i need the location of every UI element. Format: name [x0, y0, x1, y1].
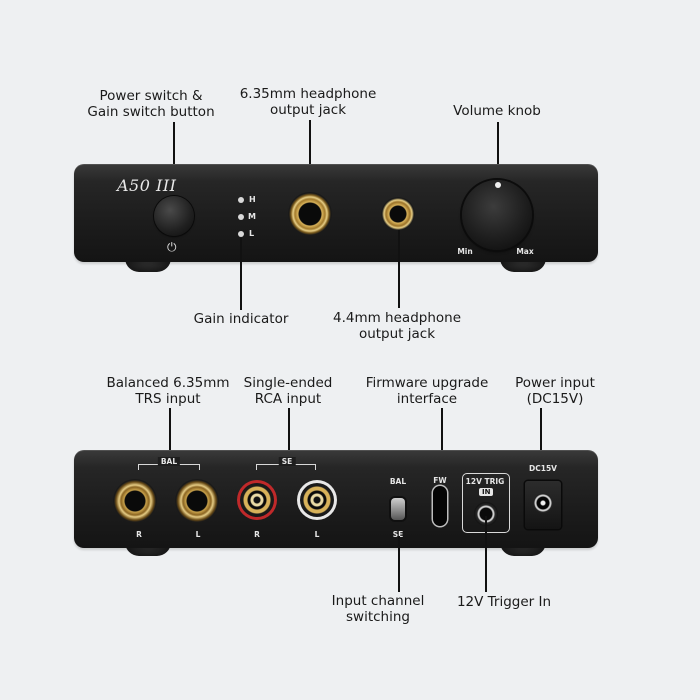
firmware-usb-c-port[interactable] [433, 486, 447, 526]
leader-firmware [441, 408, 443, 474]
power-gain-button[interactable] [154, 196, 194, 236]
leader-gain-indicator [240, 238, 242, 310]
balanced-input-left[interactable] [175, 479, 219, 523]
leader-trigger-in [485, 516, 487, 592]
callout-firmware: Firmware upgrade interface [365, 375, 489, 407]
dc-label: DC15V [529, 464, 557, 473]
trigger-label: 12V TRIG [465, 477, 505, 486]
knob-indicator-dot [495, 182, 501, 188]
volume-knob[interactable] [462, 180, 532, 250]
power-icon: ⏻ [167, 240, 177, 254]
se-left-label: L [314, 530, 320, 539]
model-logo: A50 III [117, 176, 177, 195]
dc-power-jack[interactable] [533, 493, 553, 513]
callout-trigger-in: 12V Trigger In [456, 594, 552, 610]
balanced-input-right[interactable] [113, 479, 157, 523]
leader-rca-input [288, 408, 290, 460]
headphone-jack-635[interactable] [288, 192, 332, 236]
callout-gain-indicator: Gain indicator [193, 311, 289, 327]
se-group-label: SE [278, 457, 296, 466]
leader-balanced-input [169, 408, 171, 460]
leader-power-switch [173, 122, 175, 198]
leader-power-input [540, 408, 542, 466]
led-high [238, 197, 244, 203]
led-low [238, 231, 244, 237]
headphone-jack-44[interactable] [381, 197, 415, 231]
switch-bal-label: BAL [389, 477, 407, 486]
rca-left-ring [297, 480, 337, 520]
trigger-in-badge: IN [479, 488, 494, 496]
bal-right-label: R [136, 530, 142, 539]
leader-input-switch [398, 536, 400, 592]
switch-se-label: SE [392, 530, 404, 539]
led-label-low: L [249, 229, 255, 238]
bal-group-label: BAL [157, 457, 181, 466]
rca-input-left[interactable] [297, 480, 337, 520]
callout-44-jack: 4.4mm headphone output jack [332, 310, 462, 342]
input-channel-switch[interactable] [391, 498, 405, 520]
callout-input-switch: Input channel switching [331, 593, 425, 625]
callout-rca-input: Single-ended RCA input [243, 375, 333, 407]
led-label-high: H [249, 195, 256, 204]
fw-label: FW [433, 476, 447, 485]
leader-44-jack [398, 230, 400, 308]
rca-right-ring [237, 480, 277, 520]
callout-volume-knob: Volume knob [453, 103, 541, 119]
rca-input-right[interactable] [237, 480, 277, 520]
knob-max-label: Max [516, 247, 534, 256]
led-label-medium: M [248, 212, 256, 221]
callout-power-switch: Power switch & Gain switch button [87, 88, 215, 120]
leader-635-jack [309, 120, 311, 190]
callout-balanced-input: Balanced 6.35mm TRS input [106, 375, 230, 407]
callout-power-input: Power input (DC15V) [515, 375, 595, 407]
leader-volume-knob [497, 122, 499, 180]
knob-min-label: Min [457, 247, 473, 256]
callout-635-jack: 6.35mm headphone output jack [239, 86, 377, 118]
bal-left-label: L [195, 530, 201, 539]
led-medium [238, 214, 244, 220]
se-right-label: R [254, 530, 260, 539]
